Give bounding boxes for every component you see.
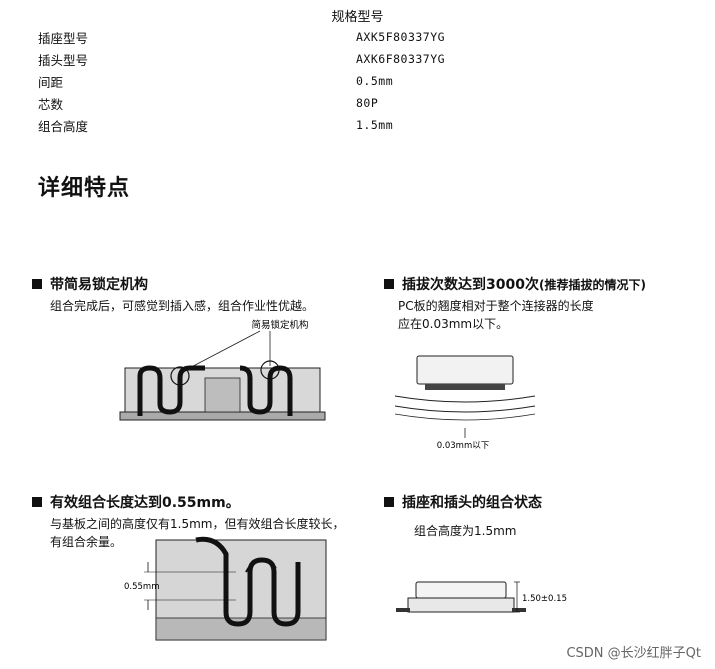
- callout-label: 简易锁定机构: [251, 319, 308, 331]
- section-title-note: (推荐插拔的情况下): [538, 277, 646, 292]
- spec-row: 芯数 80P: [38, 92, 598, 114]
- spec-key: 组合高度: [38, 118, 89, 134]
- bullet-square-icon: [32, 279, 42, 289]
- spec-row: 组合高度 1.5mm: [38, 114, 598, 136]
- section-desc: 有组合余量。: [50, 535, 123, 549]
- section-desc: 组合高度为1.5mm: [414, 524, 517, 538]
- spec-row: 插头型号 AXK6F80337YG: [38, 48, 598, 70]
- callout-label: 0.03mm以下: [437, 441, 490, 451]
- bullet-square-icon: [384, 497, 394, 507]
- watermark: CSDN @长沙红胖子Qt: [566, 646, 701, 661]
- feature-effective-length: 有效组合长度达到0.55mm。 与基板之间的高度仅有1.5mm，但有效组合长度较…: [32, 492, 344, 551]
- section-title: 插座和插头的组合状态: [402, 495, 542, 511]
- section-title: 带简易锁定机构: [50, 277, 148, 293]
- spec-value: AXK5F80337YG: [356, 30, 446, 44]
- spec-key: 芯数: [38, 96, 64, 112]
- spec-value: AXK6F80337YG: [356, 52, 446, 66]
- details-heading: 详细特点: [38, 176, 131, 201]
- spec-table: 插座型号 AXK5F80337YG 插头型号 AXK6F80337YG 间距 0…: [38, 26, 598, 136]
- section-title: 有效组合长度达到0.55mm。: [50, 495, 240, 511]
- spec-value: 1.5mm: [356, 118, 394, 132]
- callout-label: 0.55mm: [124, 582, 160, 592]
- bullet-square-icon: [32, 497, 42, 507]
- section-desc: 组合完成后，可感觉到插入感，组合作业性优越。: [50, 299, 315, 313]
- spec-row: 间距 0.5mm: [38, 70, 598, 92]
- board-warp-diagram: 0.03mm以下: [394, 355, 536, 451]
- section-title: 插拔次数达到3000次: [402, 277, 539, 293]
- spec-value: 80P: [356, 96, 379, 110]
- section-desc: PC板的翘度相对于整个连接器的长度: [398, 299, 594, 313]
- feature-lock-mechanism: 带简易锁定机构 组合完成后，可感觉到插入感，组合作业性优越。: [32, 274, 314, 315]
- spec-row: 插座型号 AXK5F80337YG: [38, 26, 598, 48]
- effective-length-diagram: 0.55mm: [124, 536, 327, 641]
- feature-mating-cycles: 插拔次数达到3000次(推荐插拔的情况下) PC板的翘度相对于整个连接器的长度 …: [384, 274, 646, 333]
- callout-label: 1.50±0.15: [522, 594, 567, 604]
- spec-key: 间距: [38, 74, 64, 90]
- section-desc: 应在0.03mm以下。: [398, 317, 509, 331]
- mated-state-diagram: 1.50±0.15: [396, 581, 567, 613]
- spec-key: 插座型号: [38, 30, 89, 46]
- feature-mated-state: 插座和插头的组合状态 组合高度为1.5mm: [384, 492, 542, 540]
- spec-title: 规格型号: [331, 10, 384, 25]
- spec-key: 插头型号: [38, 52, 89, 68]
- spec-value: 0.5mm: [356, 74, 394, 88]
- bullet-square-icon: [384, 279, 394, 289]
- section-desc: 与基板之间的高度仅有1.5mm，但有效组合长度较长，: [50, 517, 345, 531]
- lock-mechanism-diagram: 简易锁定机构: [119, 319, 326, 421]
